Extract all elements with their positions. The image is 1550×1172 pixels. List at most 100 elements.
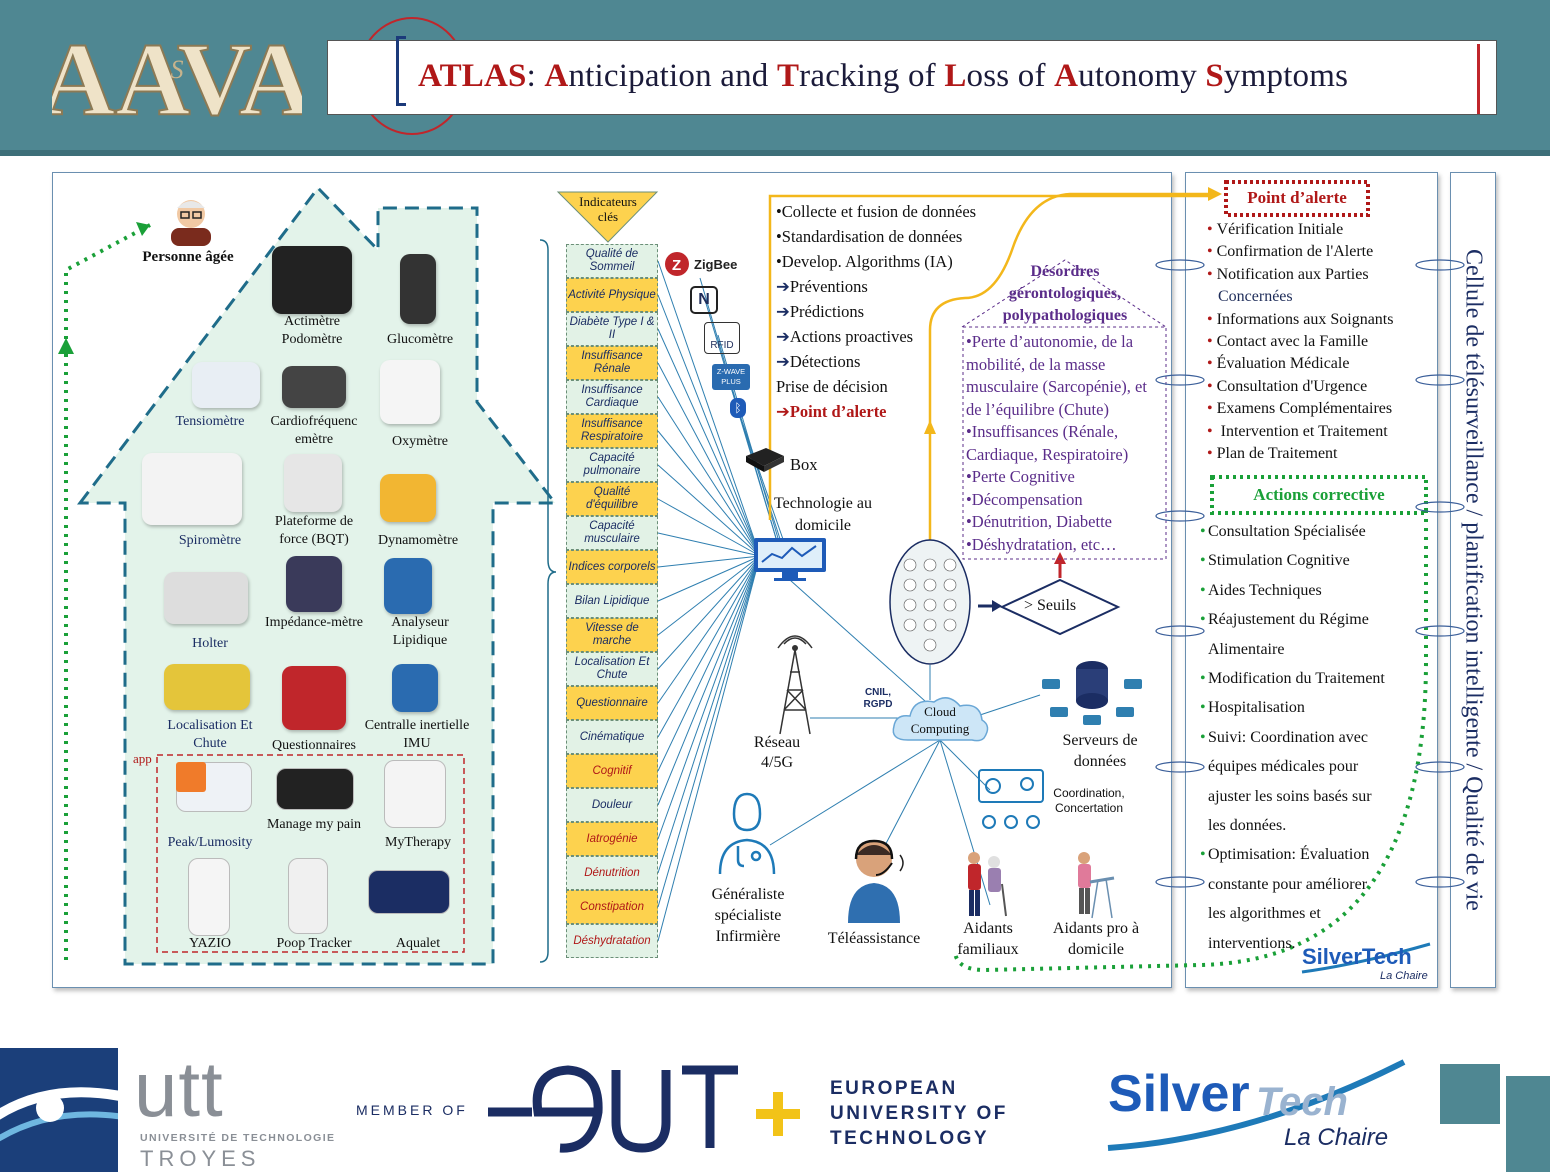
device-label: Glucomètre [386,332,454,347]
corrective-action: •Modification du Traitement [1200,670,1385,688]
app-label: Peak/Lumosity [167,835,253,850]
app-label: YAZIO [189,936,231,951]
indicator-item: Insuffisance Respiratoire [566,414,658,448]
indicator-item: Insuffisance Cardiaque [566,380,658,414]
disorder-item: •Dénutrition, Diabette [966,512,1112,531]
cell-tower-icon [770,630,820,735]
doctor-icon [716,790,778,876]
alert-flow-arrow [928,192,1215,548]
device-label: Tensiomètre [175,414,245,429]
title-part: A [1054,58,1079,94]
app-box [156,754,465,953]
eut-logo [488,1060,808,1156]
alert-step: Informations aux Soignants [1207,309,1429,331]
processing-item: ➔Préventions [776,277,868,296]
corrective-action: •Hospitalisation [1200,699,1305,717]
teleassistance-label: Téléassistance [827,930,921,947]
title-part: oss of [966,58,1055,94]
corrective-action: •Stimulation Cognitive [1200,552,1350,570]
indicators-header: Indicateurs clés [579,194,637,224]
actions-title: Actions corrective [1253,485,1385,504]
actions-list: •Consultation Spécialisée •Stimulation Co… [1200,517,1426,958]
processing-item: •Collecte et fusion de données [776,202,977,221]
indicator-link [657,555,761,670]
app-label: MyTherapy [384,835,452,850]
device-label: Localisation Et Chute [167,718,253,751]
indicator-item: Cinématique [566,720,658,754]
indicator-link [657,555,761,602]
alert-list: Vérification InitialeConfirmation de l'A… [1207,219,1429,465]
alert-step: Confirmation de l'Alerte [1207,241,1429,263]
indicator-item: Dénutrition [566,856,658,890]
servers-icon [1040,655,1144,727]
indicator-brace [539,239,557,963]
title-bracket [396,36,406,106]
title-part: racking of [799,58,945,94]
indicator-item: Vitesse de marche [566,618,658,652]
indicator-link [657,555,761,874]
disorder-item: •Insuffisances (Rénale, Cardiaque, Respi… [966,422,1129,464]
corrective-action: Alimentaire [1208,640,1285,658]
actions-title-box [1210,475,1428,515]
disorders-title: Désordres gérontologiques, polypathologi… [1002,263,1128,324]
title-part: L [944,58,967,94]
title-part: A [544,58,569,94]
corrective-action: les données. [1208,817,1287,835]
corrective-action: •Aides Techniques [1200,581,1322,599]
side-title-panel [1450,172,1496,988]
alert-title-box [1224,180,1370,217]
thresholds-label: > Seuils [1024,597,1077,614]
peak-app-badge-icon [176,762,206,792]
pro-caregivers-icon [1066,848,1116,920]
questionnaire-icon [282,666,346,730]
utt-logo-text: utt [134,1045,224,1133]
indicator-item: Activité Physique [566,278,658,312]
corrective-action: •Réajustement du Régime [1200,611,1369,629]
corrective-action: équipes médicales pour [1208,758,1359,776]
app-label: Aqualet [395,936,441,951]
title-part: T [776,58,800,94]
servers-label: Serveurs de données [1062,732,1138,770]
processing-item: ➔Prédictions [776,302,865,321]
zwave-icon: Z-WAVE PLUS [712,364,750,390]
device-label: Dynamomètre [377,533,459,548]
silvertech-logo: Silver Tech La Chaire [1104,1058,1414,1158]
home-tech-label: Technologie au domicile [774,495,872,534]
processing-list: •Collecte et fusion de données •Standardi… [776,199,976,424]
holter-icon [164,572,248,624]
title-part: utonomy [1078,58,1206,94]
glucometer-icon [400,254,436,324]
side-title: Cellule de télésurveillance / planificat… [1460,249,1487,911]
disorder-item: •Perte Cognitive [966,467,1075,486]
svg-text:Z: Z [672,257,681,274]
alert-step: Examens Complémentaires [1207,398,1429,420]
indicator-link [657,555,761,636]
indicator-item: Douleur [566,788,658,822]
monitor-icon [752,536,828,582]
smartwatch-icon [272,246,352,314]
alert-title: Point d’alerte [1247,188,1347,207]
indicator-item: Constipation [566,890,658,924]
page-title: ATLAS: Anticipation and Tracking of Loss… [418,58,1348,95]
box-label: Box [790,455,818,474]
processing-item: ➔Détections [776,352,861,371]
indicator-link [657,555,761,908]
rfid-icon: RFID [704,322,740,354]
device-label: Centralle inertielle IMU [364,718,470,751]
alert-step: Contact avec la Famille [1207,331,1429,353]
indicator-link [657,294,761,557]
yazio-app-icon [188,858,230,936]
elderly-person-icon [165,192,217,246]
title-part: nticipation and [568,58,777,94]
device-label: Cardiofréquenc emètre [270,414,358,447]
processing-item: •Standardisation de données [776,227,963,246]
seuils-diamond [999,578,1121,636]
indicator-link [657,396,761,557]
processing-item: ➔Actions proactives [776,327,914,346]
indicator-link [657,430,761,557]
spirometer-icon [142,453,242,525]
corner-square-1 [1440,1064,1500,1124]
alert-step: Plan de Traitement [1207,443,1429,465]
corrective-action: •Consultation Spécialisée [1200,523,1366,540]
